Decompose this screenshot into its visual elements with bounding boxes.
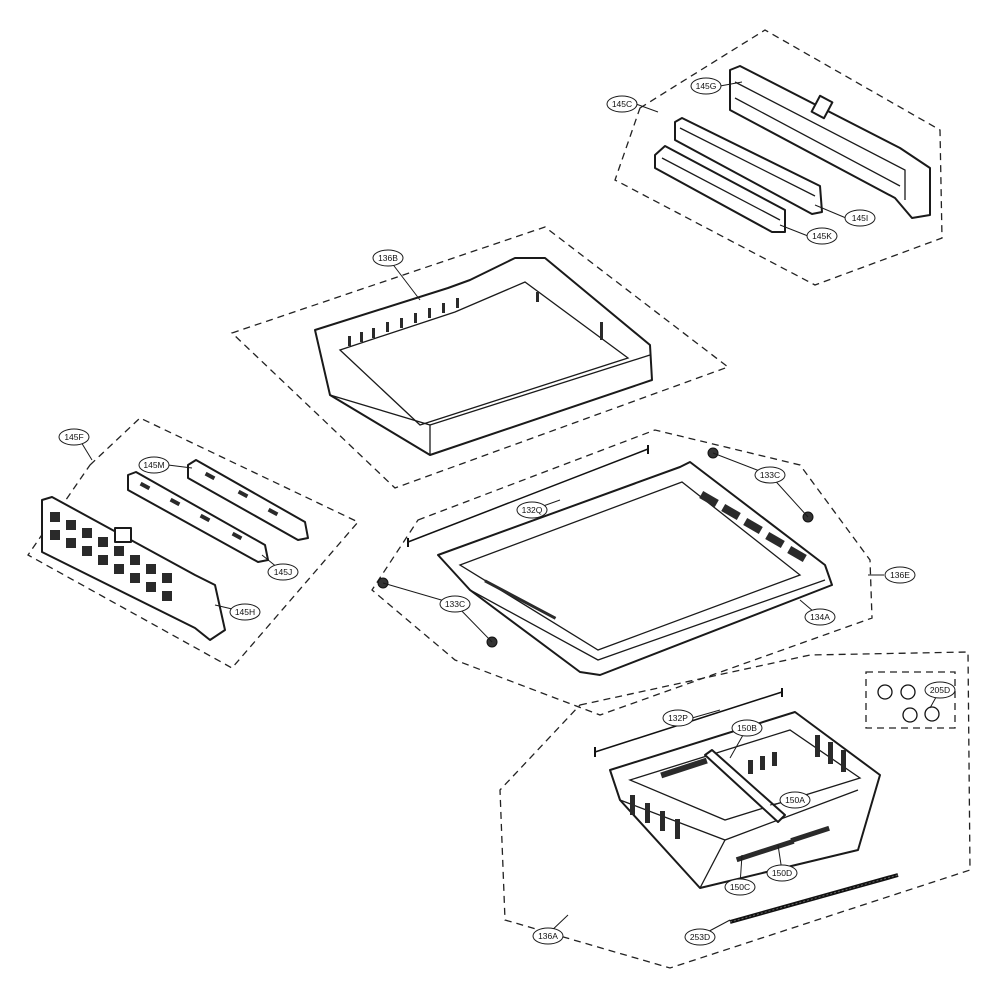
bin-vents	[630, 735, 846, 863]
part-145H-bracket	[41, 496, 226, 641]
callout-136E-label: 136E	[890, 570, 910, 580]
callout-136A: 136A	[532, 927, 564, 945]
callout-205D: 205D	[924, 681, 956, 699]
callout-145K-label: 145K	[812, 231, 832, 241]
part-145M-rail	[187, 459, 309, 541]
part-253D-strip	[729, 873, 899, 924]
part-145G-bracket	[729, 65, 931, 219]
callout-145M: 145M	[138, 456, 170, 474]
group-136E	[371, 429, 873, 716]
callout-150C-label: 150C	[730, 882, 750, 892]
callout-145C: 145C	[606, 95, 638, 113]
group-136A-boundary	[499, 651, 971, 969]
group-136E-boundary	[371, 429, 873, 716]
callouts: 145C 145G 145I 145K 136B 145F 145M 145J …	[58, 77, 956, 946]
drawer-136B-vents	[348, 292, 603, 346]
callout-136A-label: 136A	[538, 931, 558, 941]
callout-145J-label: 145J	[274, 567, 292, 577]
group-145C-boundary	[614, 29, 943, 286]
callout-132Q-label: 132Q	[522, 505, 543, 515]
part-145K-rail	[654, 145, 786, 233]
callout-150D-label: 150D	[772, 868, 792, 878]
group-145F	[27, 417, 360, 669]
callout-132P: 132P	[662, 709, 694, 727]
part-132Q-rod	[407, 445, 649, 547]
callout-145H-label: 145H	[235, 607, 255, 617]
callout-133C-left: 133C	[439, 595, 471, 613]
callout-145G-label: 145G	[696, 81, 717, 91]
callout-145K: 145K	[806, 227, 838, 245]
part-134A-tray	[437, 461, 833, 676]
callout-132Q: 132Q	[516, 501, 548, 519]
callout-134A-label: 134A	[810, 612, 830, 622]
callout-253D-label: 253D	[690, 932, 710, 942]
callout-133C-top-label: 133C	[760, 470, 780, 480]
callout-145J: 145J	[267, 563, 299, 581]
callout-253D: 253D	[684, 928, 716, 946]
callout-205D-label: 205D	[930, 685, 950, 695]
callout-145I-label: 145I	[852, 213, 869, 223]
part-150A-divider	[704, 749, 786, 823]
callout-133C-top: 133C	[754, 466, 786, 484]
callout-150D: 150D	[766, 864, 798, 882]
group-136B	[230, 226, 730, 489]
group-136A	[499, 651, 971, 969]
callout-145M-label: 145M	[143, 460, 164, 470]
group-136B-boundary	[230, 226, 730, 489]
callout-150A: 150A	[779, 791, 811, 809]
callout-145H: 145H	[229, 603, 261, 621]
callout-150C: 150C	[724, 878, 756, 896]
group-145C	[614, 29, 943, 286]
callout-145G: 145G	[690, 77, 722, 95]
callout-133C-left-label: 133C	[445, 599, 465, 609]
callout-150A-label: 150A	[785, 795, 805, 805]
bracket-145H-grid	[50, 512, 172, 601]
tray-134A-vents	[484, 491, 807, 620]
callout-132P-label: 132P	[668, 713, 688, 723]
part-145I-rail	[674, 117, 823, 215]
callout-150B: 150B	[731, 719, 763, 737]
callout-136E: 136E	[884, 566, 916, 584]
part-205D-caps	[865, 671, 956, 729]
callout-136B-label: 136B	[378, 253, 398, 263]
callout-145F-label: 145F	[64, 432, 83, 442]
callout-150B-label: 150B	[737, 723, 757, 733]
callout-134A: 134A	[804, 608, 836, 626]
part-136B-drawer	[314, 257, 653, 456]
callout-136B: 136B	[372, 249, 404, 267]
callout-145F: 145F	[58, 428, 90, 446]
callout-145C-label: 145C	[612, 99, 632, 109]
part-145J-rail	[127, 471, 269, 563]
callout-145I: 145I	[844, 209, 876, 227]
part-bin	[609, 711, 881, 889]
